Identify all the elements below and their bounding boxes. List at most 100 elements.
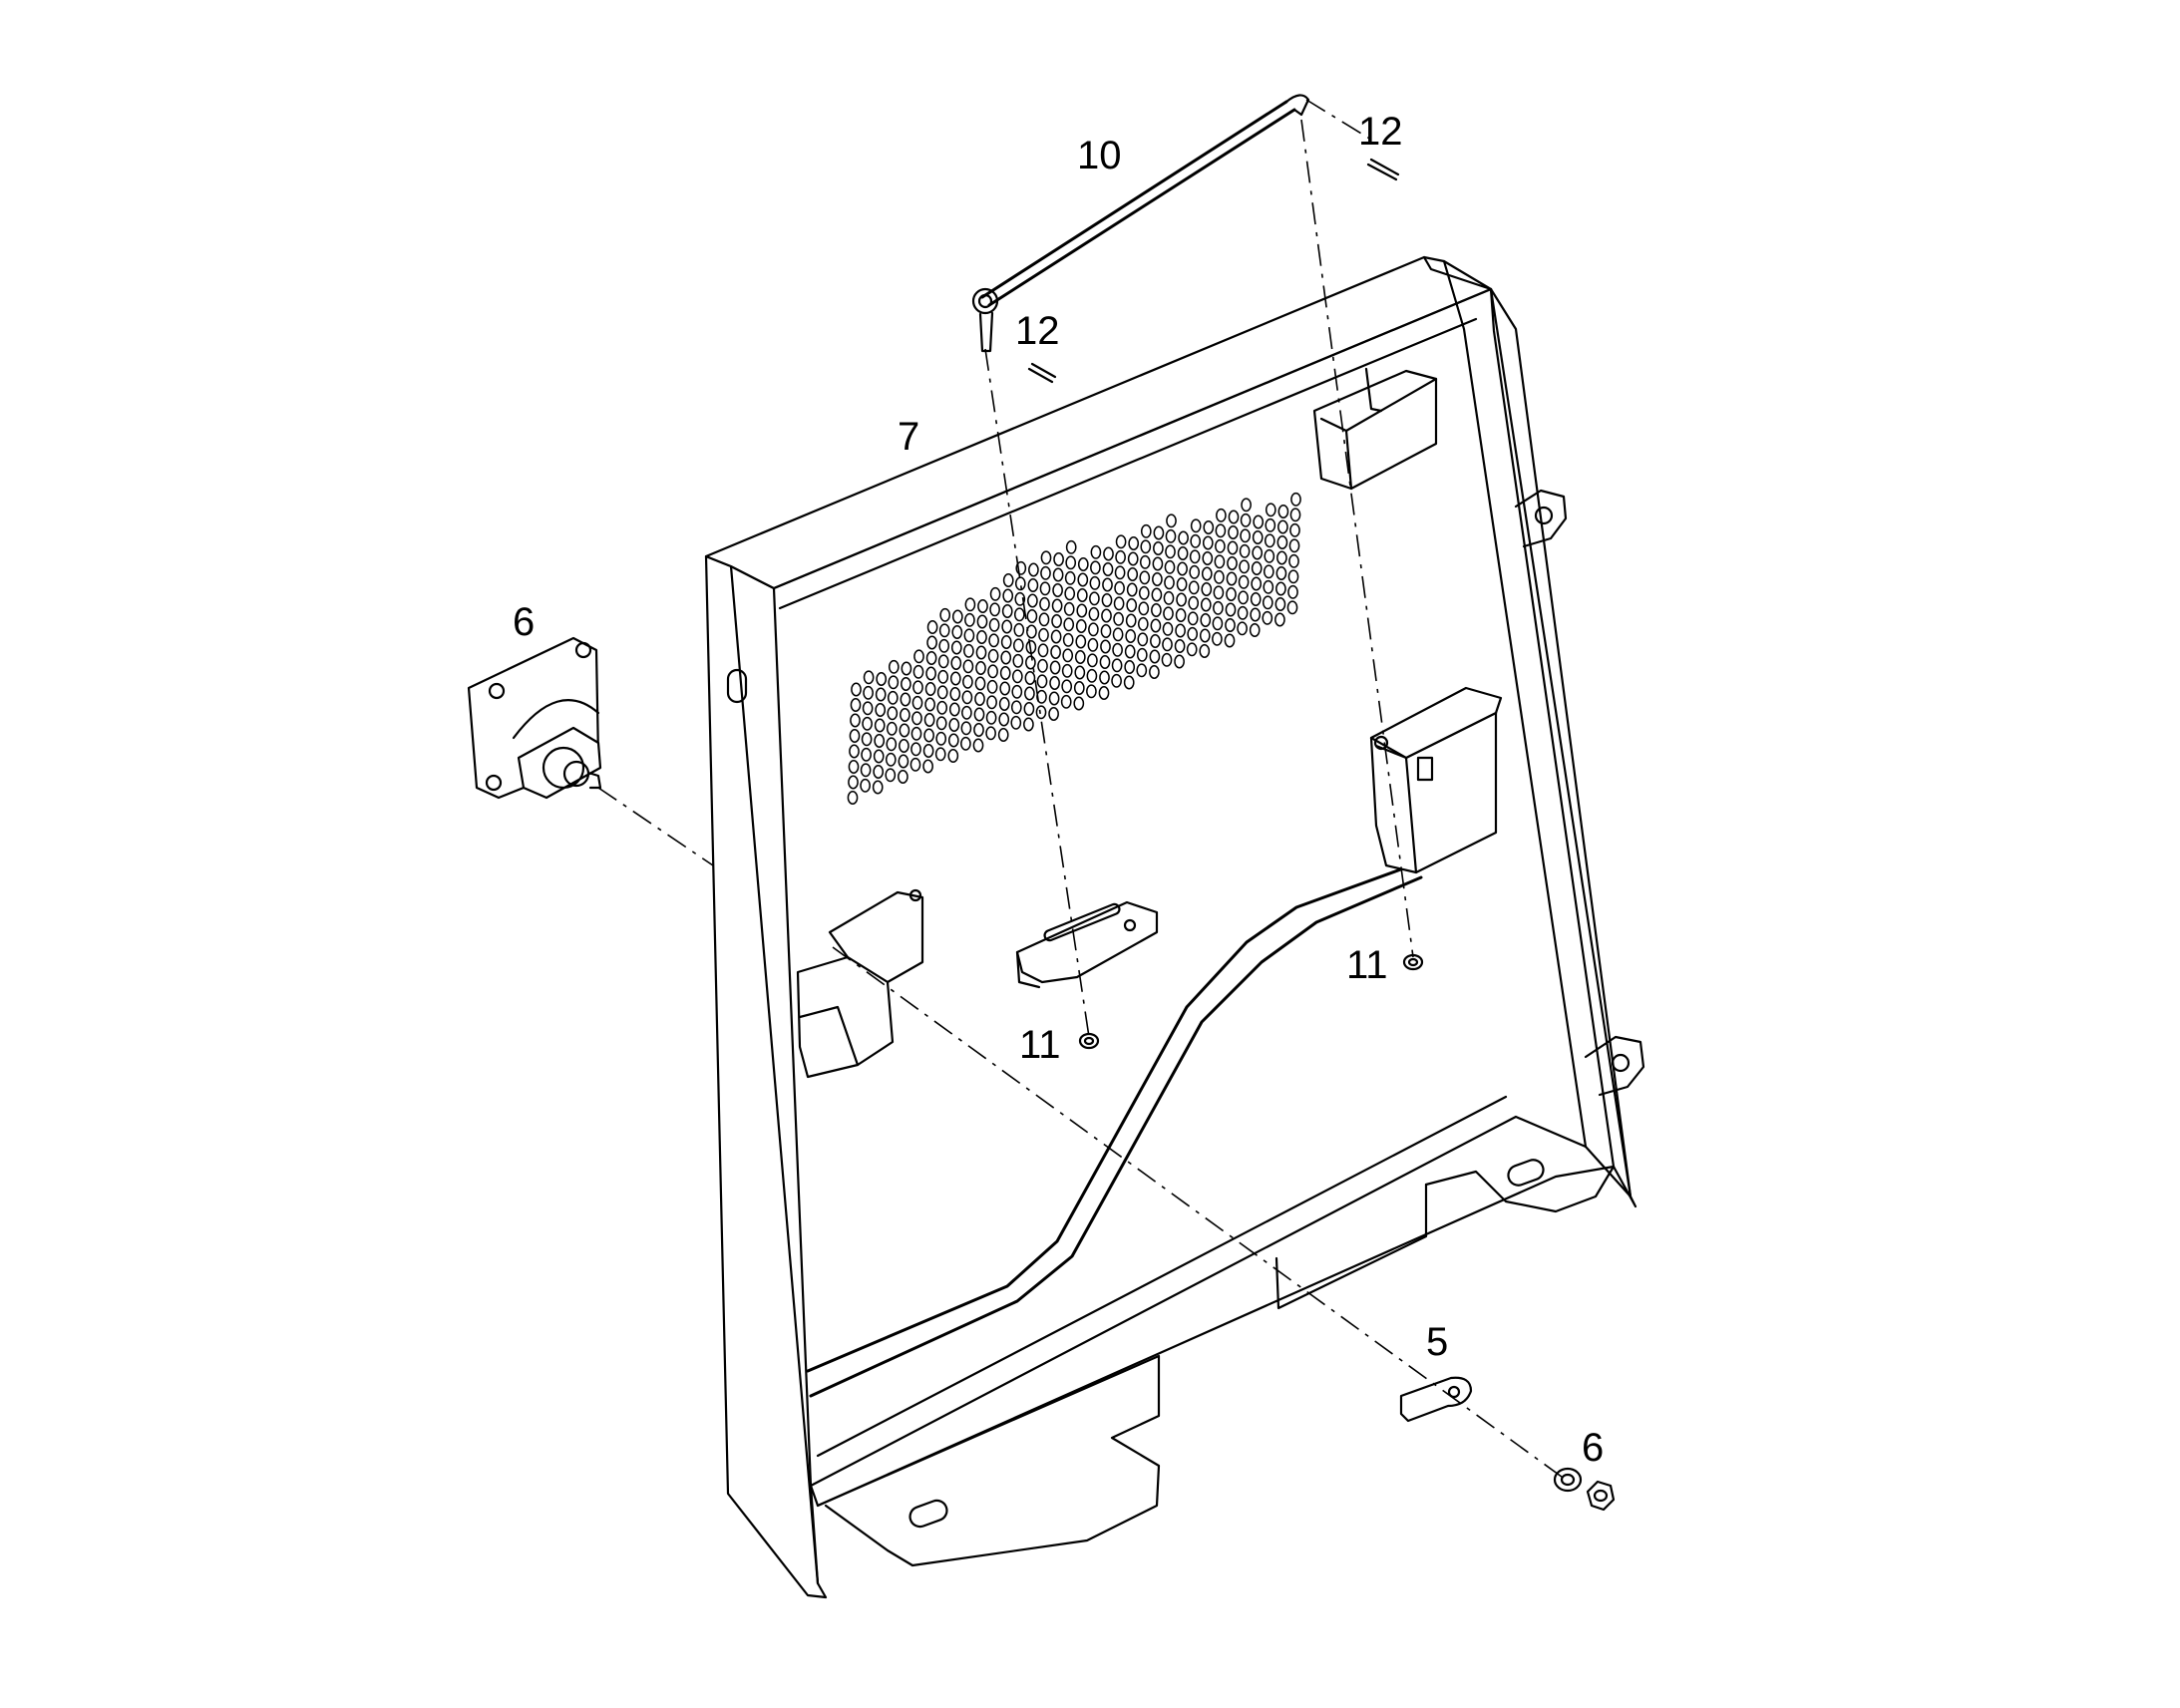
- grille-hole: [1074, 650, 1086, 664]
- grille-hole: [1150, 618, 1162, 633]
- grille-hole: [1027, 593, 1038, 608]
- grille-hole: [1276, 535, 1288, 549]
- grille-hole: [1061, 663, 1073, 678]
- grille-hole: [1137, 616, 1149, 631]
- grille-hole: [913, 649, 924, 664]
- grille-hole: [962, 674, 973, 689]
- grille-hole: [1176, 592, 1187, 607]
- grille-hole: [950, 640, 962, 655]
- grille-hole: [1174, 654, 1185, 669]
- grille-hole: [851, 682, 862, 697]
- grille-hole: [1225, 618, 1236, 632]
- grille-hole: [1000, 650, 1012, 665]
- grille-hole: [1201, 566, 1213, 581]
- grille-hole: [1074, 665, 1086, 680]
- grille-hole: [1201, 582, 1213, 596]
- grille-hole: [1126, 582, 1138, 597]
- grille-hole: [935, 731, 947, 746]
- grille-hole: [1090, 544, 1102, 559]
- callout-11-left: 11: [1019, 1023, 1061, 1067]
- grille-hole: [1040, 550, 1052, 565]
- grille-hole: [1214, 569, 1225, 584]
- grille-hole: [1028, 562, 1039, 577]
- grille-hole: [1049, 660, 1061, 675]
- grille-hole: [912, 680, 923, 695]
- grille-hole: [985, 726, 996, 741]
- grille-hole: [936, 685, 948, 700]
- grille-hole: [1150, 634, 1161, 648]
- grille-hole: [1062, 632, 1074, 647]
- grille-hole: [985, 710, 997, 725]
- grille-hole: [862, 716, 873, 731]
- grille-hole: [872, 780, 884, 795]
- grille-hole: [925, 651, 937, 665]
- grille-hole: [1002, 588, 1014, 603]
- grille-hole: [1038, 627, 1049, 642]
- grille-hole: [888, 675, 900, 690]
- grille-hole: [1215, 538, 1226, 553]
- grille-hole: [898, 770, 908, 784]
- grille-hole: [1213, 585, 1225, 600]
- grille-hole: [1216, 508, 1227, 522]
- grille-hole: [1100, 624, 1112, 638]
- grille-hole: [1124, 660, 1136, 674]
- grille-hole: [1023, 702, 1035, 716]
- grille-hole: [1035, 705, 1047, 720]
- grille-hole: [1275, 581, 1286, 596]
- grille-hole: [1240, 512, 1252, 527]
- grille-hole: [1039, 581, 1051, 596]
- grille-hole: [1277, 519, 1288, 534]
- grille-hole: [1265, 503, 1276, 517]
- grille-hole: [1089, 591, 1100, 606]
- grille-hole: [1200, 613, 1212, 627]
- grille-hole: [848, 775, 859, 790]
- grille-hole: [1050, 629, 1062, 644]
- grille-hole: [1288, 553, 1299, 568]
- grille-hole: [1050, 645, 1061, 659]
- grille-hole: [1102, 562, 1114, 576]
- grille-hole: [909, 757, 921, 772]
- grille-hole: [1073, 696, 1085, 711]
- grille-hole: [847, 791, 859, 805]
- grille-hole: [976, 614, 988, 629]
- grille-hole: [1015, 560, 1027, 575]
- grille-hole: [1073, 681, 1085, 695]
- grille-hole: [947, 749, 959, 763]
- grille-hole: [1114, 565, 1126, 580]
- grille-hole: [849, 744, 860, 759]
- grille-hole: [1199, 644, 1211, 658]
- grille-hole: [1286, 600, 1298, 615]
- grille-hole: [1139, 554, 1151, 569]
- grille-hole: [861, 747, 872, 762]
- grille-hole: [1161, 652, 1173, 667]
- grille-hole: [875, 703, 887, 717]
- grille-hole: [1274, 612, 1285, 627]
- grille-hole: [1087, 653, 1098, 668]
- grille-hole: [898, 754, 909, 769]
- grille-hole: [1112, 627, 1124, 642]
- grille-hole: [923, 713, 935, 727]
- grille-hole: [1063, 601, 1075, 616]
- grille-hole: [1239, 543, 1251, 558]
- grille-hole: [1113, 596, 1125, 611]
- grille-hole: [1264, 548, 1275, 563]
- grille-hole: [863, 670, 875, 685]
- grille-hole: [1162, 621, 1174, 636]
- grille-hole: [888, 659, 900, 674]
- grille-hole: [1202, 535, 1214, 550]
- grille-hole: [963, 628, 975, 643]
- grille-hole: [948, 718, 960, 732]
- callout-10: 10: [1077, 134, 1122, 177]
- grille-hole: [1090, 560, 1101, 575]
- center-clip-bracket: [1015, 900, 1159, 989]
- grille-hole: [1013, 607, 1025, 622]
- grille-hole: [1036, 674, 1048, 689]
- grille-hole: [1228, 525, 1239, 539]
- grille-hole: [925, 666, 936, 681]
- grille-hole: [886, 721, 898, 736]
- grille-hole: [974, 692, 985, 706]
- grille-hole: [1103, 546, 1114, 561]
- grille-hole: [901, 677, 911, 691]
- grille-hole: [950, 656, 962, 670]
- grille-hole: [1226, 587, 1237, 601]
